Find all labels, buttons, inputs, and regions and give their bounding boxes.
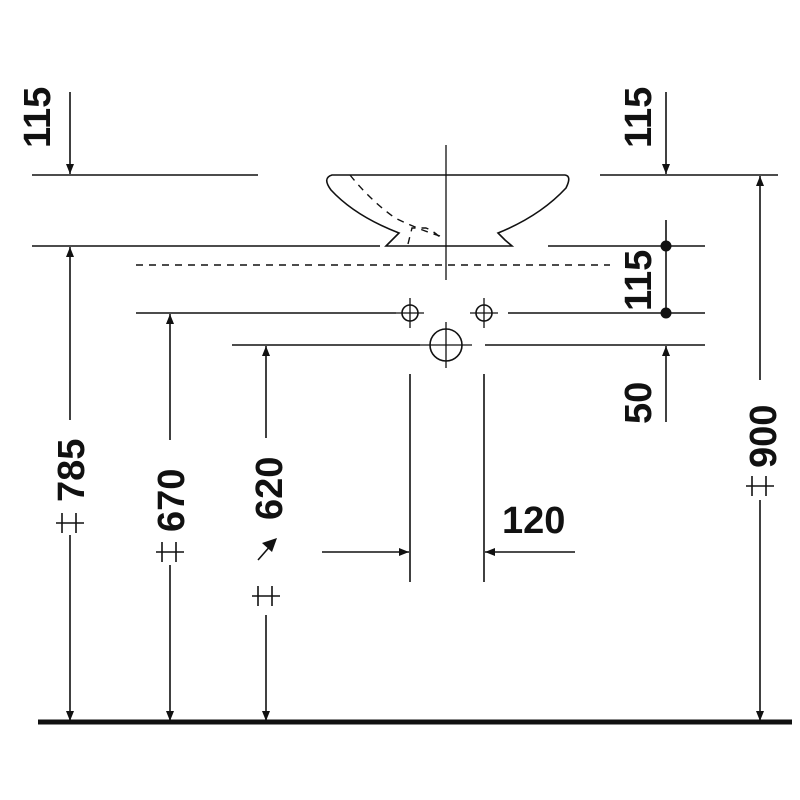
valve-right-icon [470,298,498,328]
dim-top-right-115-label: 115 [618,87,660,148]
dim-top-left-115-label: 115 [17,87,59,148]
dim-right-mid-115-label: 115 [618,250,660,311]
dim-120-label: 120 [502,500,565,542]
dim-785-label: 785 [51,439,93,502]
valve-left-icon [396,298,424,328]
approx-marker-785 [56,513,84,533]
dim-620-label: 620 [249,457,291,520]
approx-marker-670 [156,542,184,562]
dim-900-label: 900 [743,405,785,468]
dim-right-50-label: 50 [618,382,660,424]
dim-dot-top [660,240,672,252]
basin [325,174,570,247]
dim-dot-bottom [660,307,672,319]
approx-marker-900 [746,476,774,496]
waste-outlet-icon [420,322,472,368]
dim-670-label: 670 [151,469,193,532]
approx-marker-620 [252,586,280,606]
pipe-arrow-icon [257,538,277,561]
